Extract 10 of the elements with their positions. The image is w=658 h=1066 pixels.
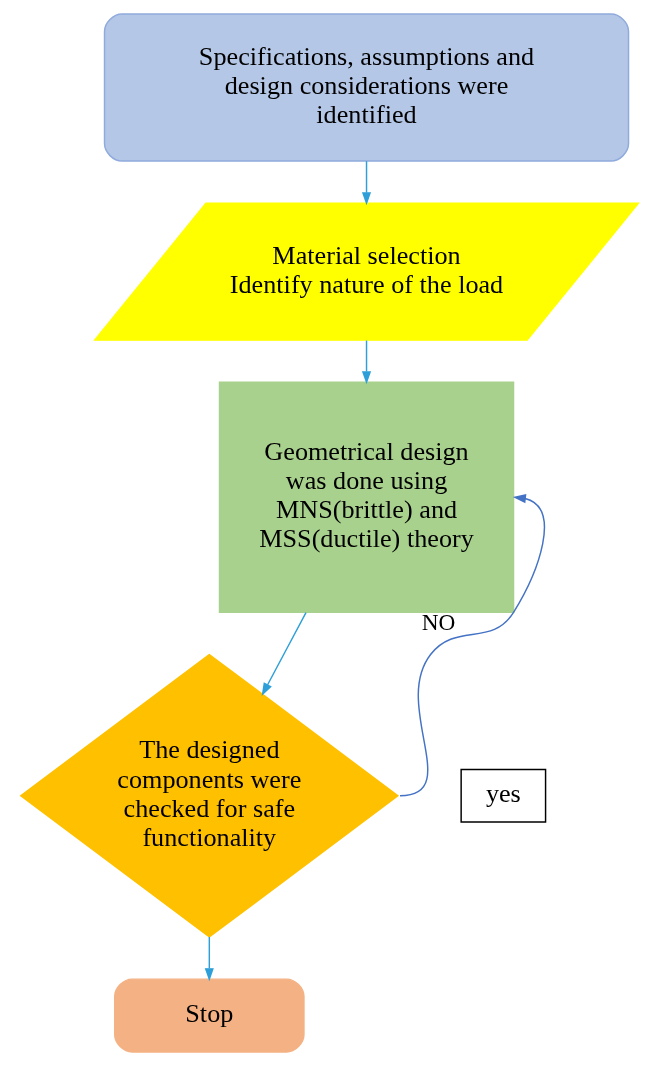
arrow [361,339,371,385]
arrow [204,936,214,982]
node-box: Stop [113,978,305,1053]
arrow [261,611,307,696]
arrow [361,160,371,206]
node-box: Geometrical design was done using MNS(brittle) and MSS(ductile) theory [218,381,514,614]
node-box: yes [459,768,546,823]
node-box: Specifications, assumptions and design considerations were identified [103,13,629,162]
arrow [398,494,545,797]
node-diamond: The designed components were checked for safe functionality [19,653,399,938]
